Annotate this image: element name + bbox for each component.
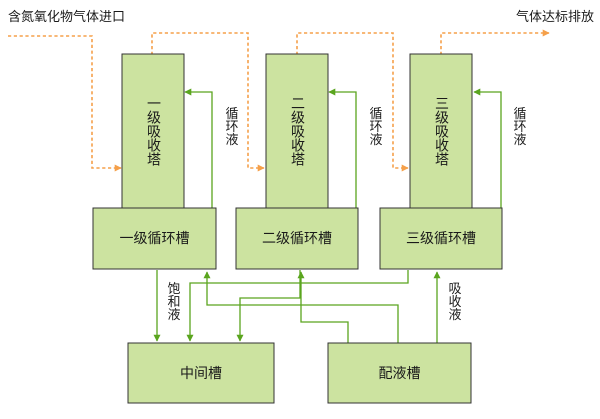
gas-line-tower2-to-tower3	[296, 32, 409, 172]
tower-2: 二级吸收塔	[265, 53, 329, 209]
saturated-liquid-label: 饱和液	[165, 282, 181, 321]
mixing-tank: 配液槽	[327, 342, 472, 404]
tower-label: 一级吸收塔	[145, 96, 161, 166]
gas-inlet-line	[8, 35, 122, 172]
tank-label: 三级循环槽	[406, 231, 476, 247]
tank-label: 二级循环槽	[262, 231, 332, 247]
recycle-line-3	[473, 88, 502, 208]
mixing-to-tank1-line	[203, 271, 399, 343]
gas-inlet-label: 含氮氧化物气体进口	[8, 9, 125, 25]
absorbent-liquid-label: 吸收液	[446, 282, 462, 321]
mixing-tank-label: 配液槽	[379, 366, 421, 382]
gas-flow-lines	[8, 29, 550, 172]
tower-label: 三级吸收塔	[433, 96, 449, 166]
tower-1: 一级吸收塔	[121, 53, 185, 209]
tank-label: 一级循环槽	[120, 231, 190, 247]
tank3-to-middle-line	[186, 270, 409, 342]
recycle-liquid-label-2: 循环液	[367, 107, 383, 146]
recycle-liquid-label-1: 循环液	[223, 107, 239, 146]
mixing-to-tank2-line	[297, 271, 349, 343]
circulation-tank-2: 二级循环槽	[235, 207, 359, 270]
gas-outlet-line	[440, 29, 550, 55]
recycle-line-1	[184, 88, 213, 208]
middle-tank: 中间槽	[127, 342, 275, 404]
tower-label: 二级吸收塔	[289, 96, 305, 166]
recycle-line-2	[328, 88, 357, 208]
gas-outlet-label: 气体达标排放	[516, 9, 594, 25]
circulation-tank-1: 一级循环槽	[92, 207, 217, 270]
tank2-to-middle-line	[236, 270, 301, 342]
circulation-tank-3: 三级循环槽	[379, 207, 503, 270]
gas-line-tower1-to-tower2	[151, 32, 265, 172]
recycle-liquid-label-3: 循环液	[511, 107, 527, 146]
liquid-flow-lines	[153, 88, 502, 343]
middle-tank-label: 中间槽	[180, 366, 222, 382]
tower-3: 三级吸收塔	[409, 53, 473, 209]
